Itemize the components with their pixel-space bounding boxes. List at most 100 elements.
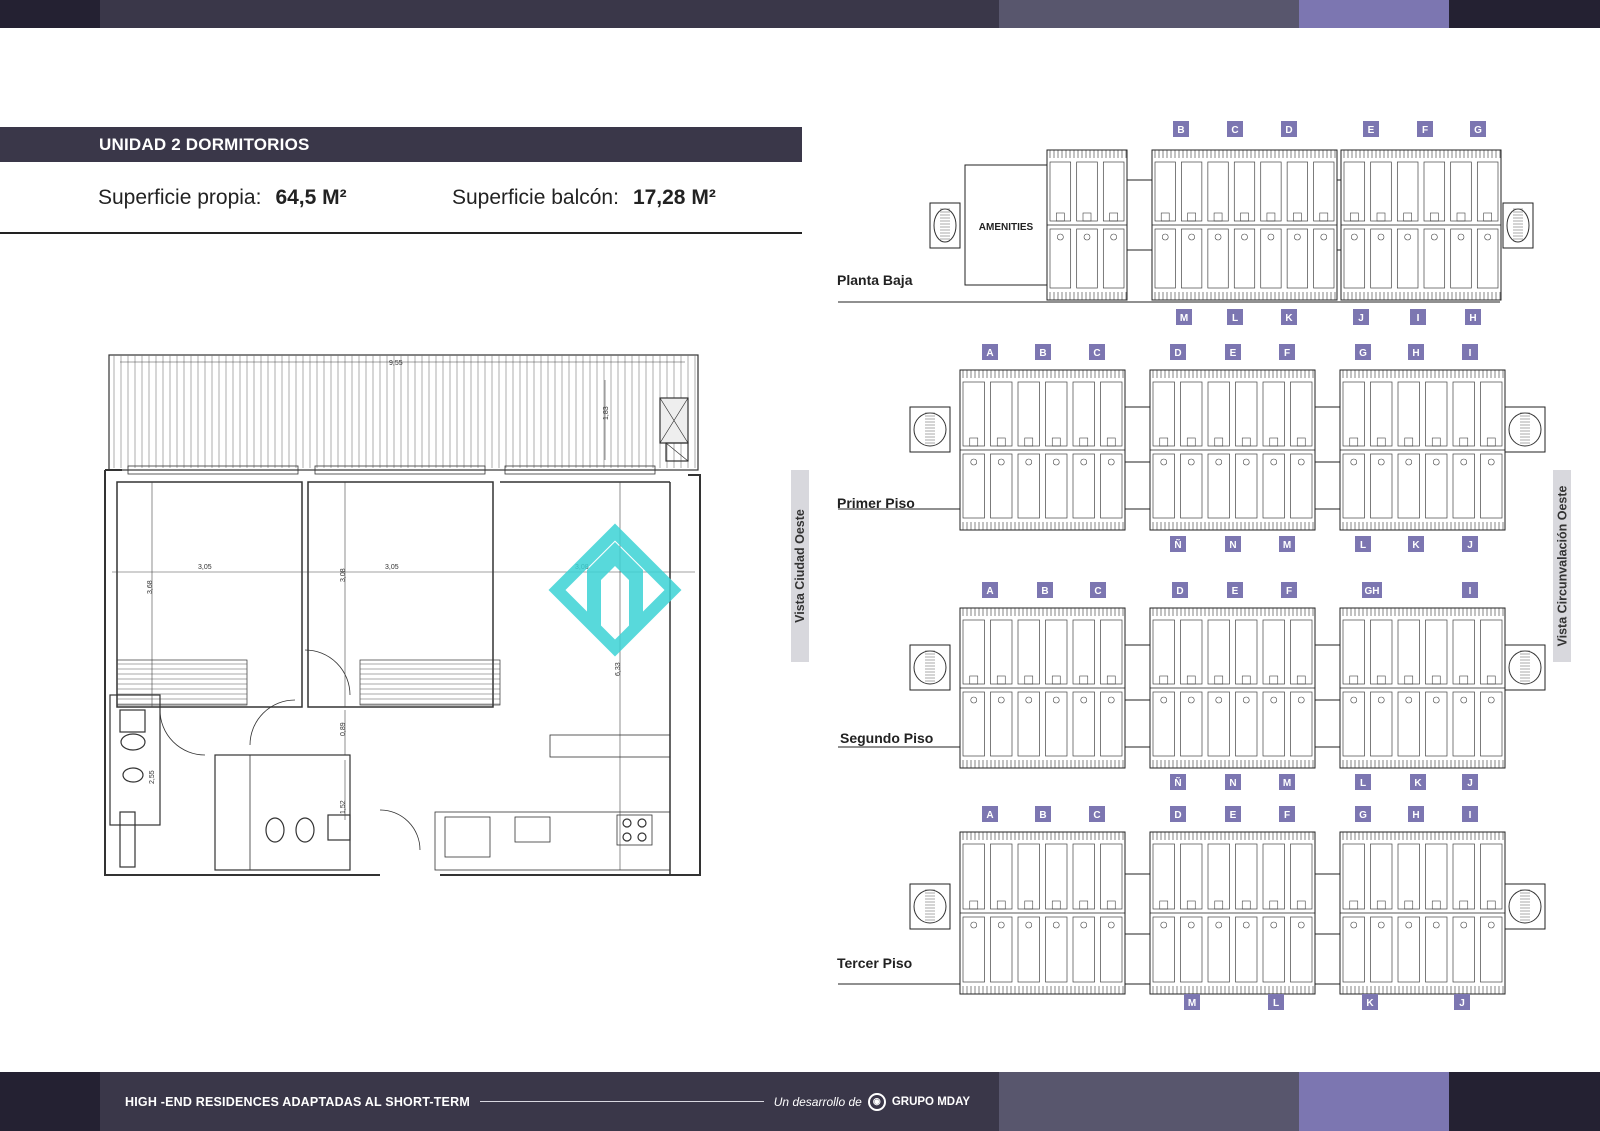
svg-text:GH: GH [1365, 586, 1380, 597]
site-plan-third-top-E: E [1225, 806, 1241, 822]
site-plan-third-top-D: D [1170, 806, 1186, 822]
svg-text:A: A [986, 586, 993, 597]
svg-text:H: H [1412, 810, 1419, 821]
surface-own: Superficie propia: 64,5 M² [98, 186, 347, 210]
spec-divider [0, 232, 802, 234]
site-plan-second-top-E: E [1227, 582, 1243, 598]
watermark-logo [548, 523, 682, 657]
site-plan-first-bottom-L: L [1355, 536, 1371, 552]
site-plan-first-top-H: H [1408, 344, 1424, 360]
svg-text:J: J [1358, 313, 1364, 324]
site-plan-second-top-C: C [1090, 582, 1106, 598]
svg-text:B: B [1039, 348, 1046, 359]
svg-text:C: C [1093, 348, 1100, 359]
site-plan-third-top-G: G [1355, 806, 1371, 822]
svg-text:B: B [1177, 125, 1184, 136]
dim-bedroom2-depth: 3,08 [340, 568, 347, 582]
svg-text:I: I [1469, 810, 1472, 821]
svg-text:F: F [1422, 125, 1428, 136]
site-plan-second: A B C D E F GH I Ñ N M L K J [838, 582, 1546, 790]
svg-text:K: K [1412, 540, 1420, 551]
unit-badge-ground-bottom-L: L [1227, 309, 1243, 325]
svg-text:C: C [1093, 810, 1100, 821]
surface-balcony-value: 17,28 M² [632, 186, 716, 209]
unit-badge-ground-top-F: F [1417, 121, 1433, 137]
site-plan-first-top-C: C [1089, 344, 1105, 360]
svg-text:G: G [1474, 125, 1482, 136]
site-plan-third-bottom-J: J [1454, 994, 1470, 1010]
site-plan-first-top-F: F [1279, 344, 1295, 360]
surface-own-value: 64,5 M² [275, 186, 347, 209]
site-plan-second-bottom-Ñ: Ñ [1170, 774, 1186, 790]
unit-title: UNIDAD 2 DORMITORIOS [99, 135, 310, 154]
site-plan-first-bottom-J: J [1462, 536, 1478, 552]
footer-credit: Un desarrollo de [773, 1094, 862, 1109]
site-plan-second-top-D: D [1172, 582, 1188, 598]
site-plan-second-bottom-N: N [1225, 774, 1241, 790]
site-plan-first-bottom-M: M [1279, 536, 1295, 552]
amenities-label: AMENITIES [979, 222, 1034, 233]
svg-text:G: G [1359, 348, 1367, 359]
site-plan-first-top-A: A [982, 344, 998, 360]
svg-text:D: D [1174, 348, 1181, 359]
svg-text:D: D [1176, 586, 1183, 597]
site-plan-second-top-F: F [1281, 582, 1297, 598]
dim-living-depth: 6,33 [615, 662, 622, 676]
unit-badge-ground-bottom-K: K [1281, 309, 1297, 325]
svg-text:J: J [1467, 778, 1473, 789]
dim-bath: 1,52 [340, 800, 347, 814]
svg-text:C: C [1231, 125, 1238, 136]
floor-label-first: Primer Piso [837, 495, 915, 511]
svg-text:K: K [1366, 998, 1374, 1009]
site-plan-second-top-GH: GH [1362, 582, 1382, 598]
svg-text:E: E [1368, 125, 1375, 136]
svg-text:M: M [1188, 998, 1196, 1009]
svg-text:L: L [1273, 998, 1279, 1009]
site-plan-first-top-G: G [1355, 344, 1371, 360]
svg-text:N: N [1229, 540, 1236, 551]
site-plan-first-top-I: I [1462, 344, 1478, 360]
site-plan-second-top-I: I [1462, 582, 1478, 598]
unit-title-bar [0, 127, 802, 162]
site-plan-second-bottom-J: J [1462, 774, 1478, 790]
svg-text:E: E [1230, 810, 1237, 821]
svg-text:Ñ: Ñ [1174, 538, 1181, 551]
surface-own-label: Superficie propia: [98, 186, 262, 209]
site-plan-third-top-I: I [1462, 806, 1478, 822]
bottom-color-band [0, 1072, 1600, 1131]
dim-balcony-depth: 1,83 [603, 406, 610, 420]
site-plan-first-top-D: D [1170, 344, 1186, 360]
footer-brand: GRUPO MDAY [891, 1095, 970, 1108]
vista-west-city: Vista Ciudad Oeste [791, 470, 809, 662]
dim-bedroom1-width: 3,05 [198, 564, 212, 571]
svg-text:F: F [1284, 348, 1290, 359]
svg-text:B: B [1039, 810, 1046, 821]
svg-text:J: J [1467, 540, 1473, 551]
dim-hall: 0,89 [340, 722, 347, 736]
dim-bedroom2-width: 3,05 [385, 564, 399, 571]
site-plan-first-bottom-N: N [1225, 536, 1241, 552]
svg-text:F: F [1284, 810, 1290, 821]
site-plan-first-bottom-Ñ: Ñ [1170, 536, 1186, 552]
site-plan-second-bottom-K: K [1410, 774, 1426, 790]
dim-bedroom1-depth: 3,68 [147, 580, 154, 594]
svg-text:H: H [1412, 348, 1419, 359]
svg-text:N: N [1229, 778, 1236, 789]
svg-text:I: I [1469, 586, 1472, 597]
site-plan-third-bottom-L: L [1268, 994, 1284, 1010]
svg-text:Ñ: Ñ [1174, 776, 1181, 789]
surface-balcony: Superficie balcón:17,28 M² [452, 186, 716, 210]
footer-rule [479, 1101, 764, 1102]
brand-logo-icon: ◉ [867, 1092, 886, 1111]
svg-text:E: E [1232, 586, 1239, 597]
unit-badge-ground-top-E: E [1363, 121, 1379, 137]
vista-ring-road: Vista Circunvalación Oeste [1553, 470, 1571, 662]
floor-label-ground: Planta Baja [837, 272, 913, 288]
svg-text:M: M [1283, 778, 1291, 789]
site-plan-second-bottom-L: L [1355, 774, 1371, 790]
unit-badge-ground-top-C: C [1227, 121, 1243, 137]
unit-badge-ground-bottom-H: H [1465, 309, 1481, 325]
svg-text:B: B [1041, 586, 1048, 597]
